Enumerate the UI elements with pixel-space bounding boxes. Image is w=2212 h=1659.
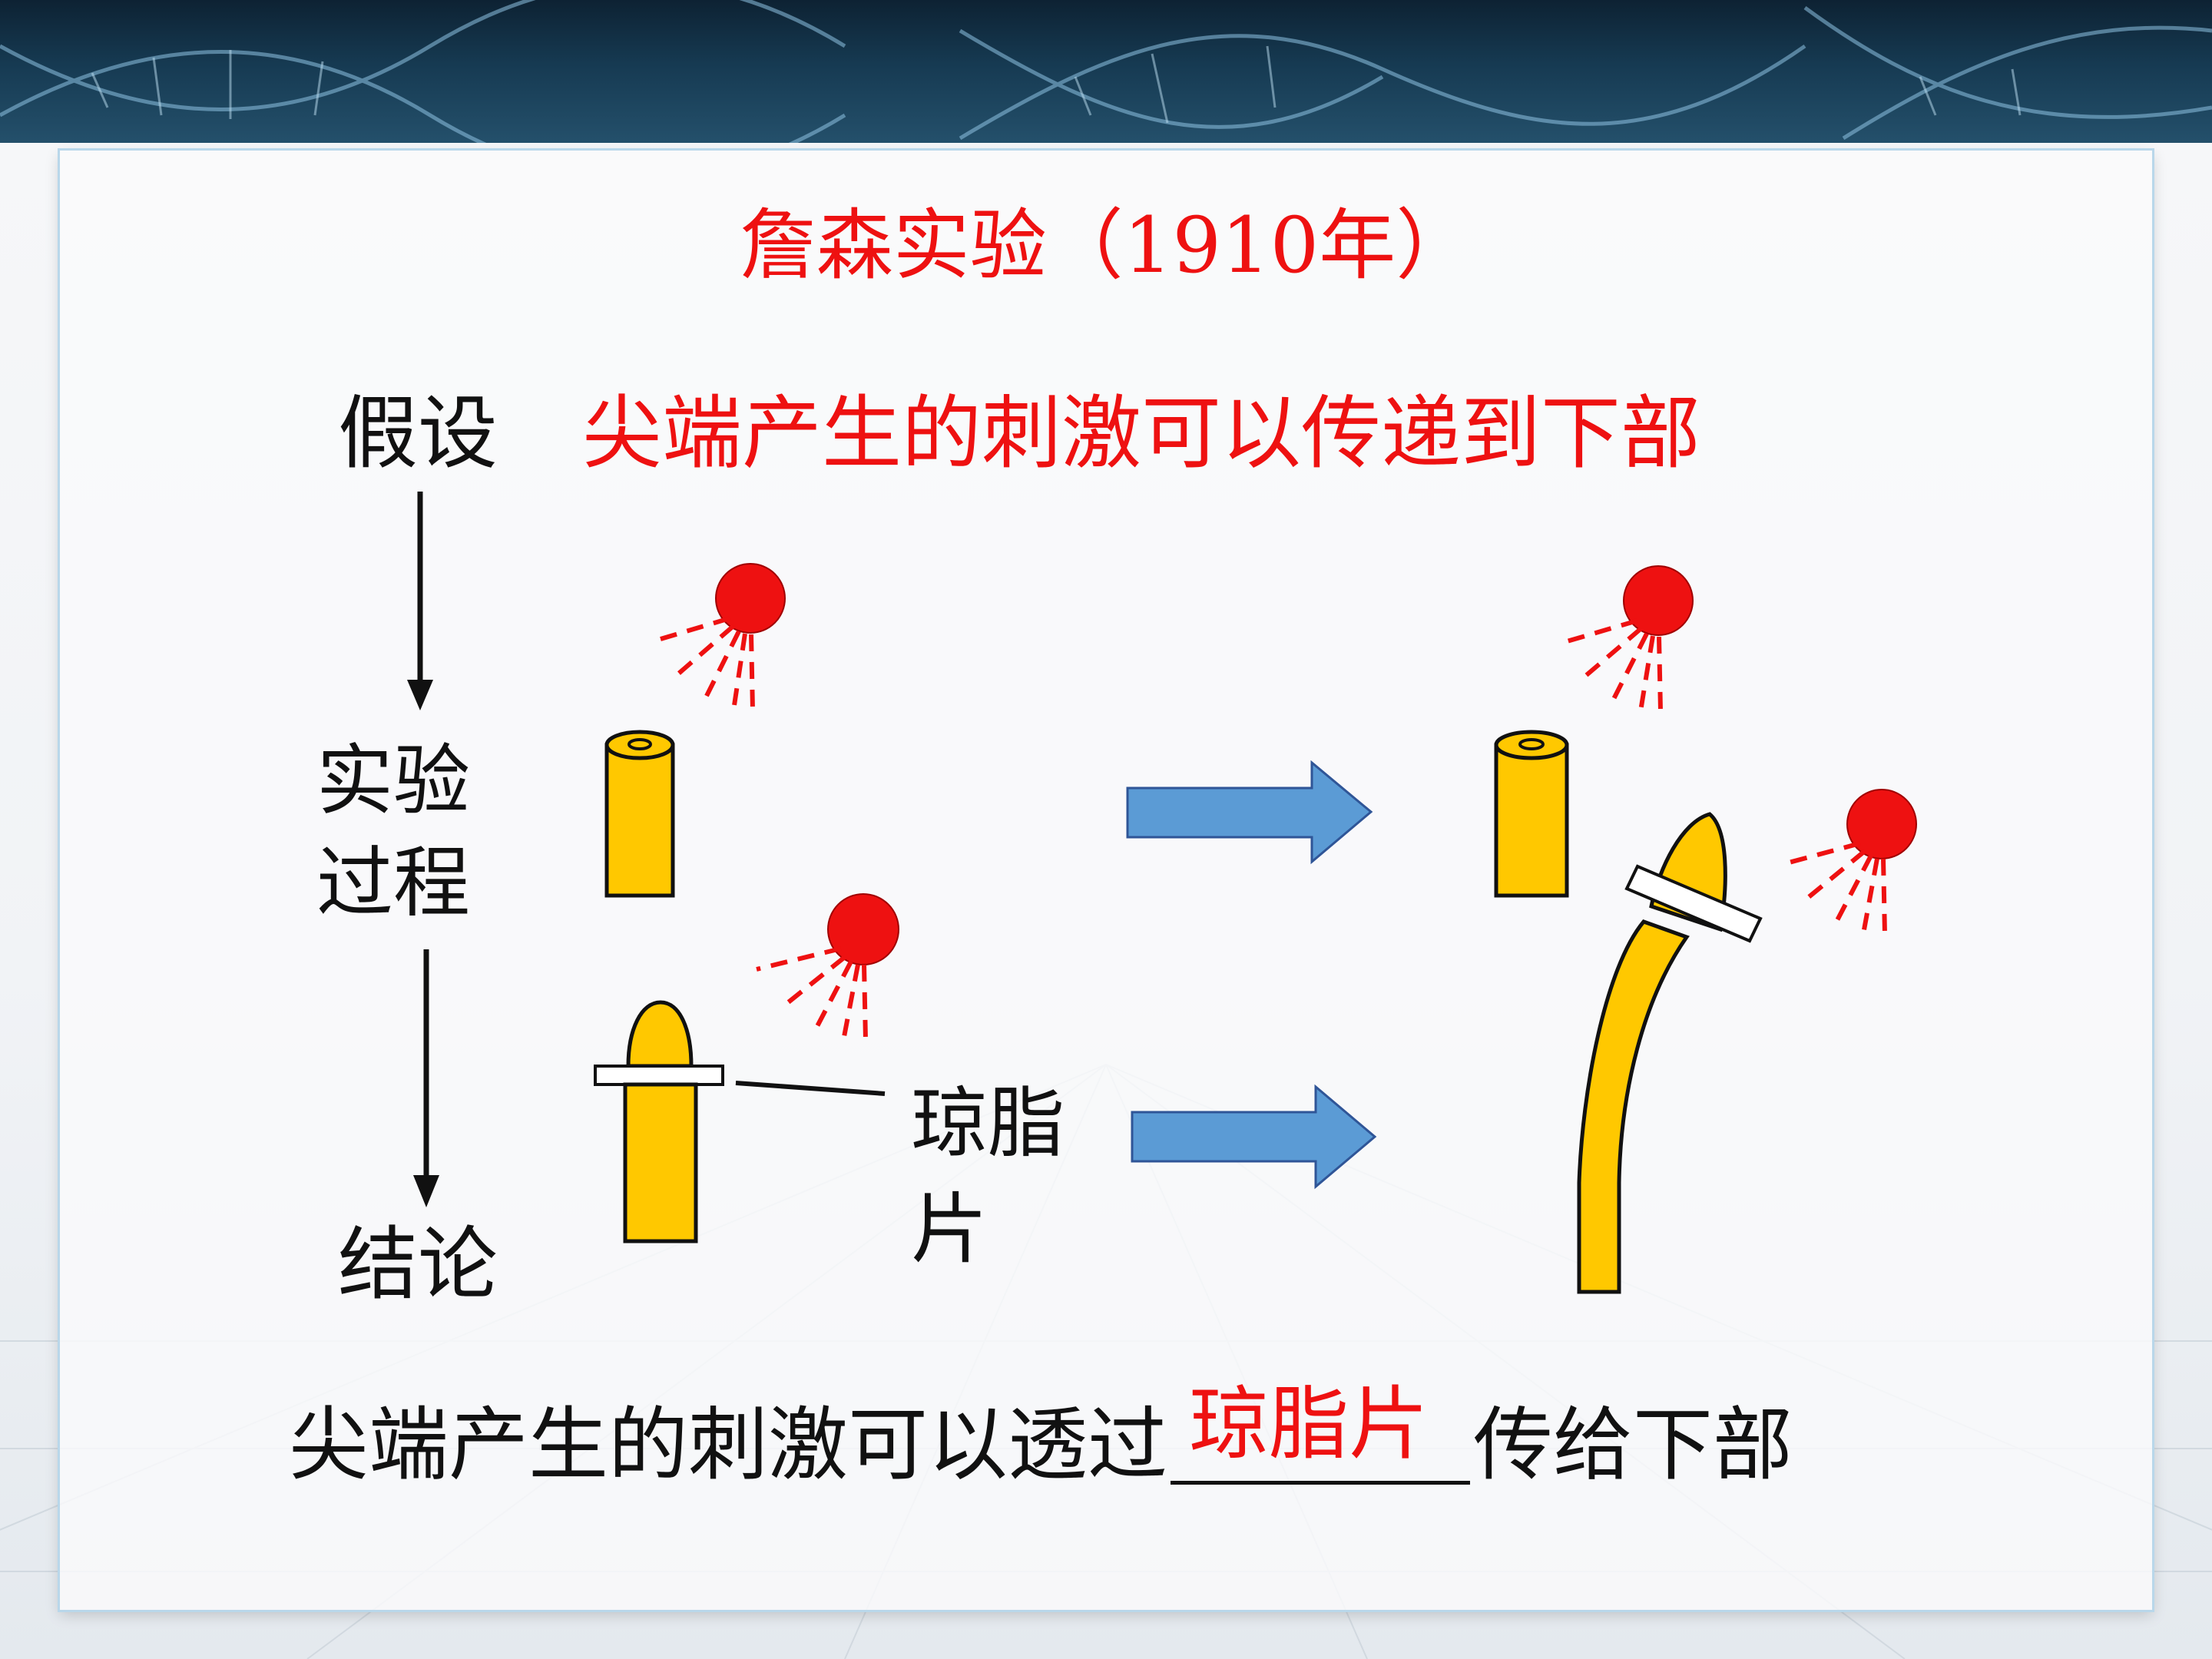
cut-coleoptile-icon bbox=[607, 732, 673, 896]
agar-label-text: 琼脂 片 bbox=[911, 1078, 1065, 1274]
fill-in-blank: 琼脂片 bbox=[1171, 1401, 1470, 1485]
light-source-icon bbox=[1559, 566, 1693, 711]
agar-label: 琼脂 片 bbox=[911, 1071, 1095, 1283]
hypothesis-text: 尖端产生的刺激可以传递到下部 bbox=[582, 393, 1700, 473]
conclusion-sentence: 尖端产生的刺激可以透过琼脂片传给下部 bbox=[289, 1401, 1793, 1485]
flow-arrow-hypothesis-to-process bbox=[407, 492, 433, 710]
blank-answer: 琼脂片 bbox=[1189, 1384, 1429, 1464]
agar-leader-line bbox=[736, 1083, 885, 1094]
process-label: 实验 过程 bbox=[316, 730, 501, 934]
process-arrow-icon bbox=[1132, 1087, 1375, 1187]
flow-arrow-process-to-conclusion bbox=[413, 949, 439, 1207]
hypothesis-label: 假设 bbox=[338, 393, 498, 473]
conclusion-suffix: 传给下部 bbox=[1473, 1398, 1793, 1492]
light-source-icon bbox=[653, 564, 785, 710]
conclusion-prefix: 尖端产生的刺激可以透过 bbox=[289, 1398, 1167, 1492]
conclusion-label: 结论 bbox=[338, 1224, 498, 1304]
page-title: 詹森实验（1910年） bbox=[0, 207, 2212, 284]
light-source-icon bbox=[1780, 790, 1916, 934]
process-label-text: 实验 过程 bbox=[316, 736, 470, 928]
cut-coleoptile-icon bbox=[1496, 732, 1567, 896]
process-arrow-icon bbox=[1128, 763, 1371, 862]
light-source-icon bbox=[757, 894, 899, 1041]
bent-coleoptile-icon bbox=[1579, 814, 1760, 1292]
coleoptile-with-agar-icon bbox=[595, 1002, 723, 1241]
